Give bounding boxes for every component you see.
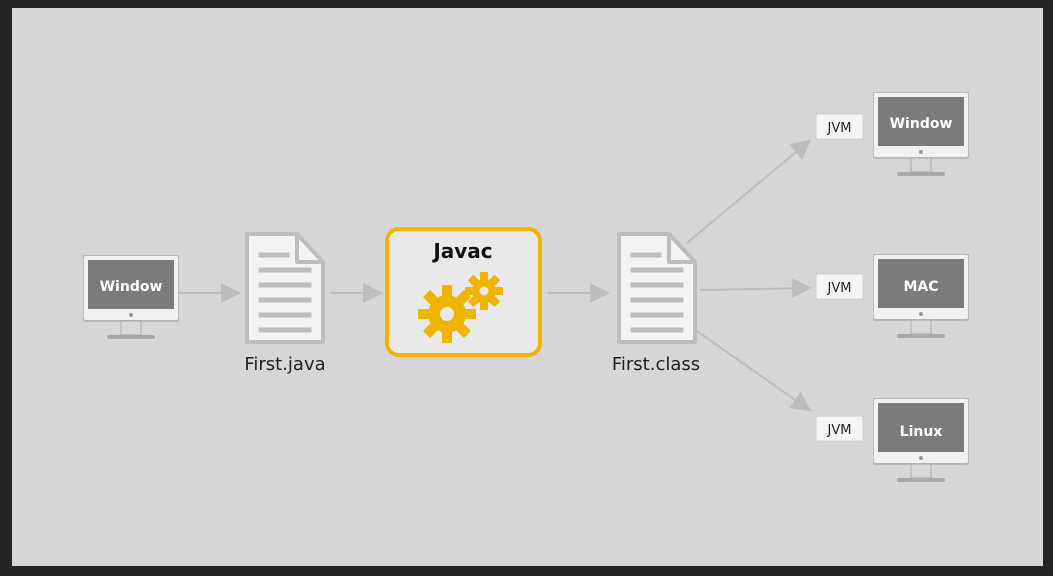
flow-arrows bbox=[178, 139, 812, 412]
jvm-badge-label: JVM bbox=[827, 121, 852, 136]
source-monitor-label: Window bbox=[100, 279, 163, 295]
jvm-badge bbox=[815, 273, 864, 300]
arrow-class-to-window-jvm bbox=[686, 139, 812, 244]
target-window: JVM Window bbox=[815, 92, 969, 177]
jvm-badge bbox=[815, 113, 864, 140]
source-monitor: Window bbox=[83, 255, 179, 340]
document-icon bbox=[247, 234, 323, 342]
jvm-badge-label: JVM bbox=[827, 423, 852, 438]
source-file: First.java bbox=[244, 234, 326, 375]
arrow-class-to-mac-jvm bbox=[699, 278, 812, 299]
bytecode-file-label: First.class bbox=[612, 354, 700, 375]
bytecode-file: First.class bbox=[612, 234, 700, 375]
source-file-label: First.java bbox=[244, 354, 325, 375]
gears-icon bbox=[418, 272, 503, 343]
target-linux: JVM Linux bbox=[815, 398, 969, 483]
document-icon bbox=[619, 234, 695, 342]
target-os-label: MAC bbox=[903, 279, 938, 295]
jvm-badge bbox=[815, 415, 864, 442]
target-os-label: Window bbox=[890, 116, 953, 132]
jvm-badge-label: JVM bbox=[827, 281, 852, 296]
target-mac: JVM MAC bbox=[815, 254, 969, 339]
compiler-label: Javac bbox=[431, 239, 492, 263]
target-os-label: Linux bbox=[900, 424, 943, 440]
compiler-box: Javac bbox=[385, 227, 542, 357]
arrow-class-to-linux-jvm bbox=[696, 330, 812, 412]
